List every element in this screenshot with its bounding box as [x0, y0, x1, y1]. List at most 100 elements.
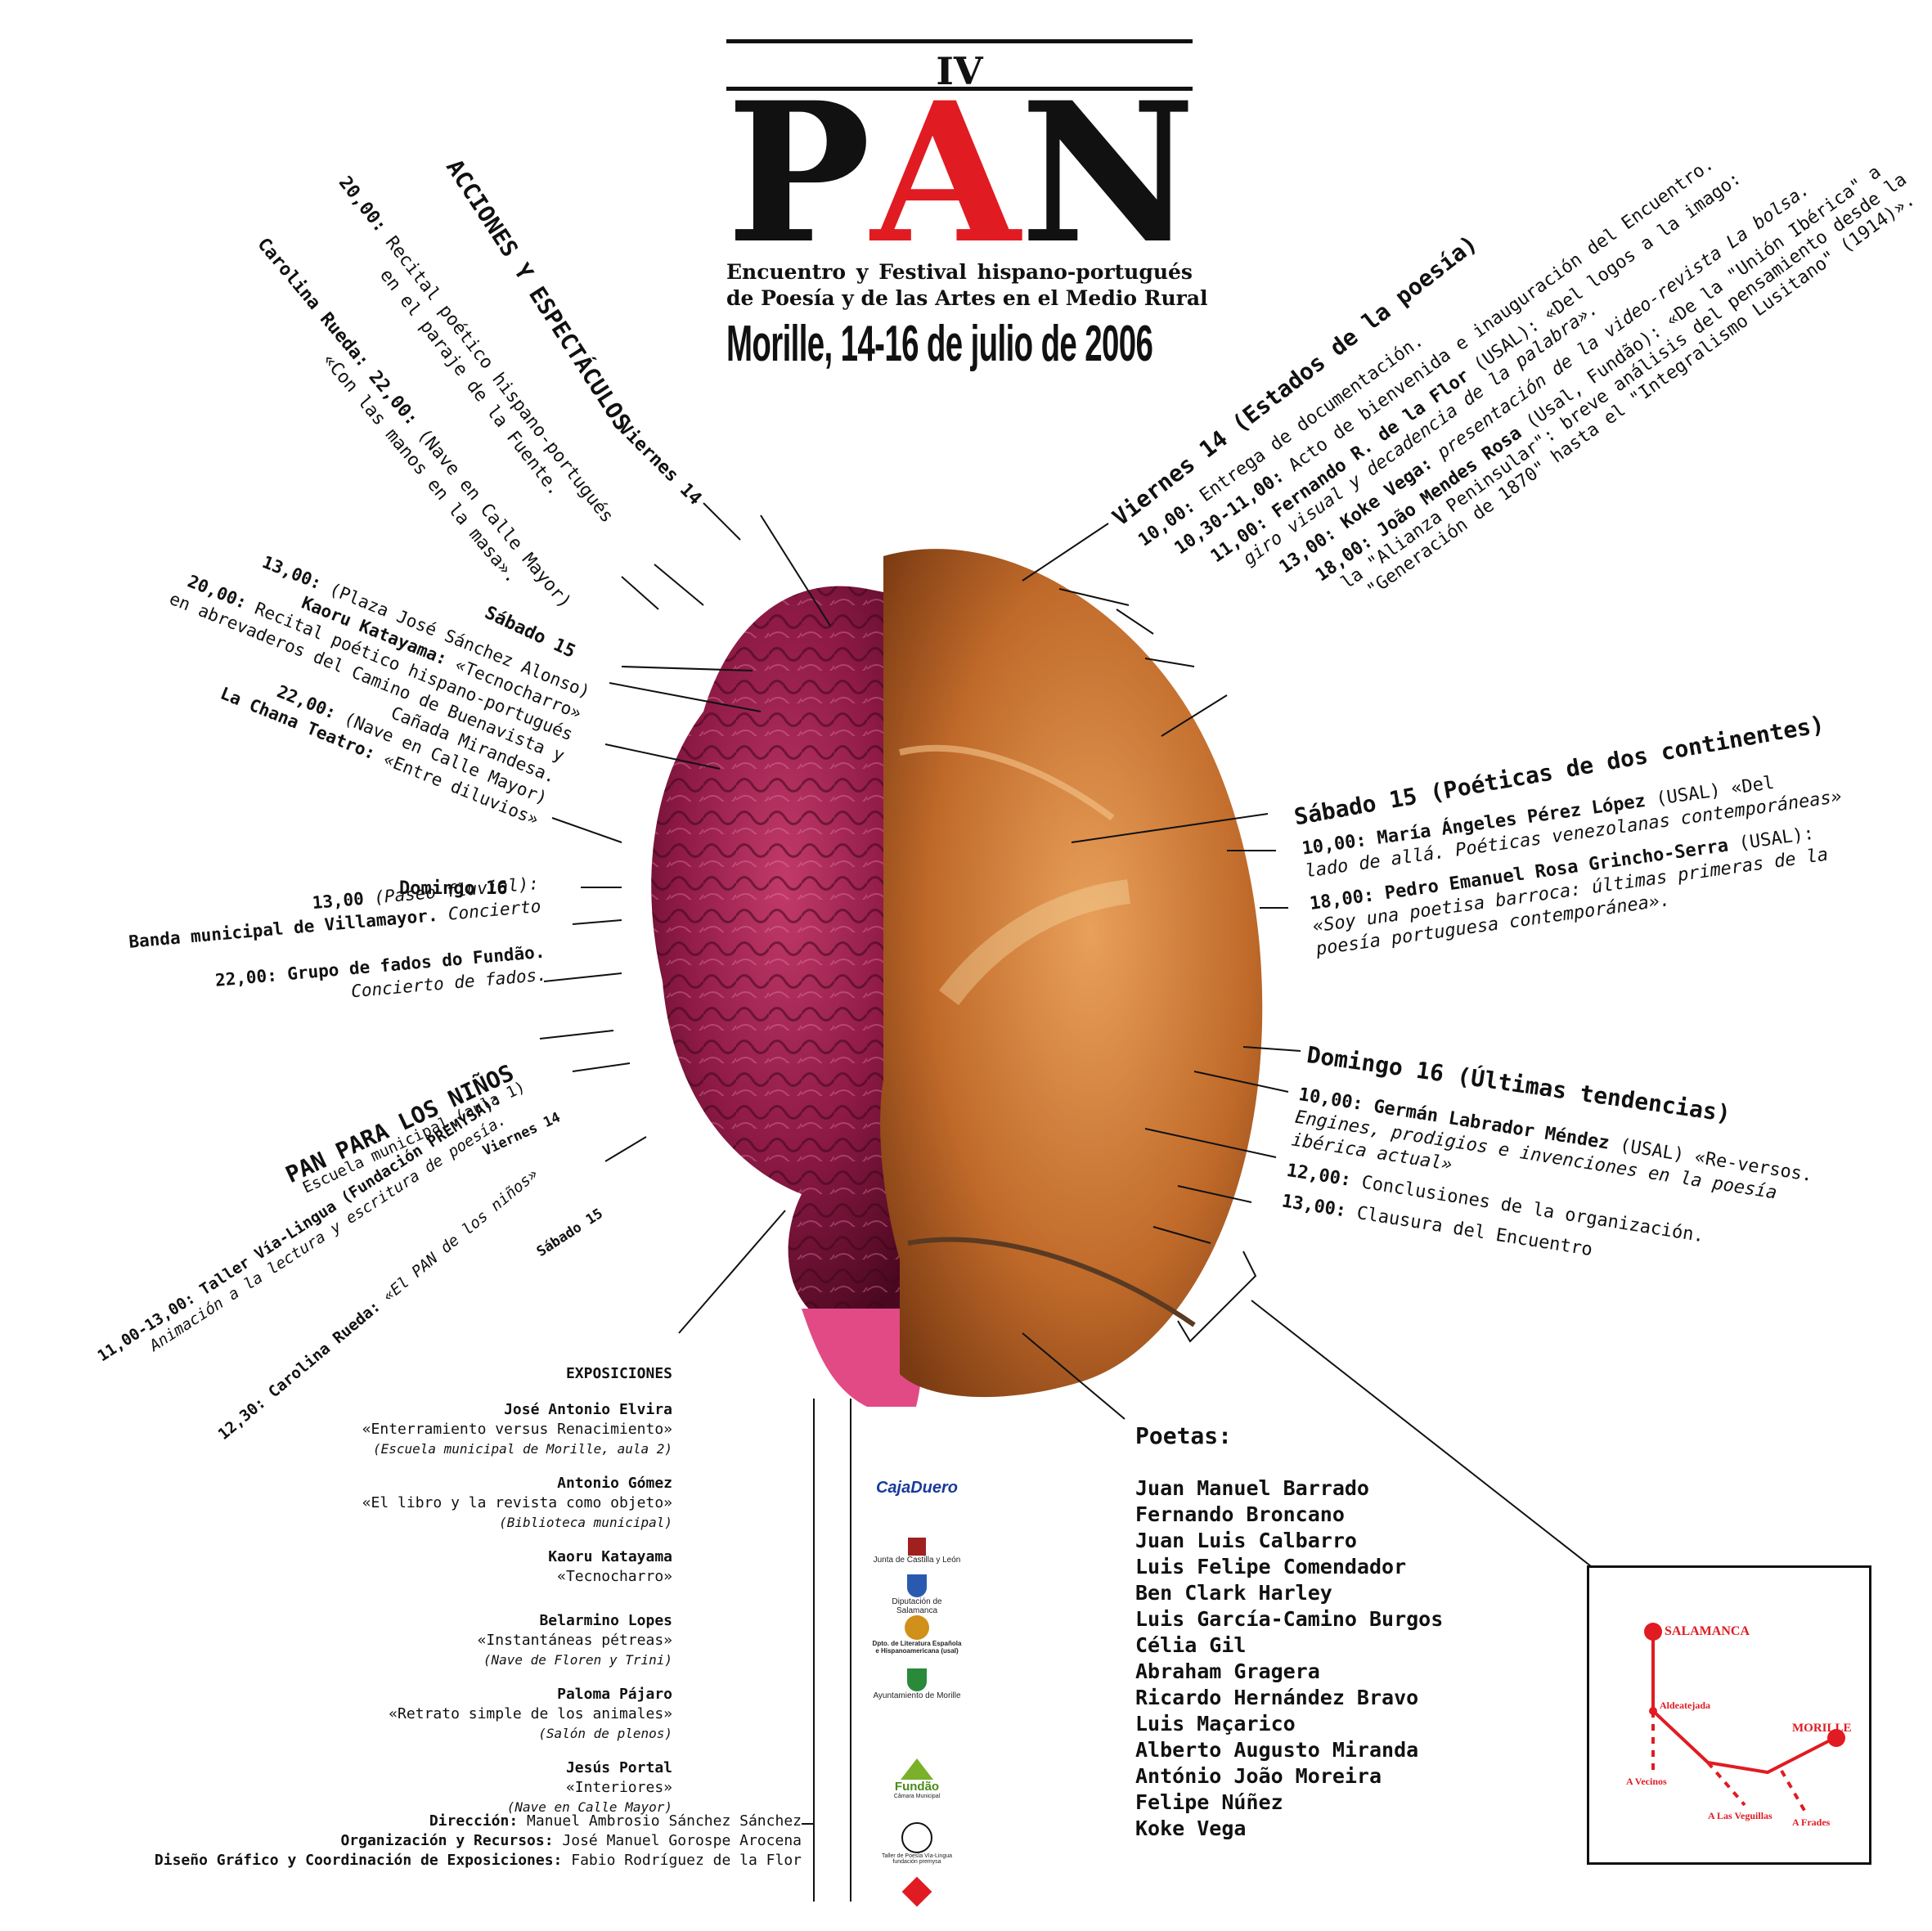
junta-logo [908, 1538, 926, 1556]
expo-artist: Jesús Portal [565, 1759, 672, 1776]
location-map: SALAMANCA Aldeatejada MORILLE A Vecinos … [1587, 1565, 1871, 1865]
expo-item: José Antonio Elvira «Enterramiento versu… [362, 1400, 672, 1459]
taller-logo [901, 1822, 932, 1853]
logo-letter-n: N [1020, 61, 1196, 286]
credit-organizacion: Organización y Recursos: José Manuel Gor… [155, 1831, 802, 1851]
credit-direccion: Dirección: Manuel Ambrosio Sánchez Sánch… [155, 1812, 802, 1831]
expo-place: (Escuela municipal de Morille, aula 2) [372, 1441, 672, 1457]
ayto-logo [907, 1668, 927, 1691]
expo-artist: Kaoru Katayama [548, 1548, 672, 1565]
road-aldeatejada-morille [1651, 1709, 1835, 1775]
map-label-morille: MORILLE [1792, 1722, 1852, 1735]
logo-letter-a: A [870, 61, 1021, 286]
sponsor-label: Dpto. de Literatura Española e Hispanoam… [872, 1640, 962, 1655]
poet-name: Juan Manuel Barrado [1135, 1476, 1369, 1500]
exposiciones: EXPOSICIONES José Antonio Elvira «Enterr… [362, 1364, 672, 1817]
sponsor-label: Taller de Poesía Vía-Lingua [882, 1853, 952, 1859]
sponsor-label: Diputación de Salamanca [892, 1597, 942, 1615]
sponsor-label: Junta de Castilla y León [873, 1556, 961, 1565]
sponsor-red-logo [872, 1876, 962, 1907]
sponsor-diputacion: Diputación de Salamanca [872, 1574, 962, 1615]
poet-name: Luis García-Camino Burgos [1135, 1607, 1444, 1631]
sponsor-junta: Junta de Castilla y León [872, 1538, 962, 1565]
subtitle-line-1: Encuentro y Festival hispano-portugués [726, 260, 1193, 284]
credit-diseno: Diseño Gráfico y Coordinación de Exposic… [155, 1851, 802, 1870]
brain-stem [802, 1309, 924, 1407]
fundao-logo [901, 1758, 933, 1780]
map-label-vecinos: A Vecinos [1626, 1776, 1667, 1787]
pan-logo: P A N [726, 61, 1196, 286]
morille-dot [1827, 1729, 1845, 1747]
poet-name: Célia Gil [1135, 1633, 1247, 1657]
poet-name: Luis Felipe Comendador [1135, 1555, 1407, 1578]
expo-item: Paloma Pájaro «Retrato simple de los ani… [362, 1685, 672, 1744]
subtitle-line-2: de Poesía y de las Artes en el Medio Rur… [726, 286, 1208, 310]
top-rule [726, 39, 1193, 43]
credit-label: Organización y Recursos: [340, 1832, 554, 1849]
credit-label: Dirección: [429, 1812, 519, 1830]
expo-artist: Antonio Gómez [557, 1475, 672, 1492]
credit-label: Diseño Gráfico y Coordinación de Exposic… [154, 1852, 563, 1869]
poet-name: Luis Maçarico [1135, 1712, 1296, 1736]
expo-item: Jesús Portal «Interiores» (Nave en Calle… [362, 1758, 672, 1817]
expo-work: «Tecnocharro» [557, 1568, 672, 1585]
sponsor-sublabel: fundación premysa [892, 1859, 941, 1865]
expo-item: Kaoru Katayama «Tecnocharro» [362, 1547, 672, 1587]
sponsor-dpto: Dpto. de Literatura Española e Hispanoam… [872, 1615, 962, 1655]
poet-name: Juan Luis Calbarro [1135, 1529, 1357, 1552]
map-label-veguillas: A Las Veguillas [1708, 1810, 1772, 1821]
poet-name: Ricardo Hernández Bravo [1135, 1686, 1419, 1709]
sponsor-taller: Taller de Poesía Vía-Lingua fundación pr… [872, 1822, 962, 1865]
expo-place: (Nave de Floren y Trini) [483, 1652, 672, 1668]
salamanca-dot [1644, 1623, 1662, 1641]
map-label-frades: A Frades [1792, 1816, 1831, 1828]
expo-item: Belarmino Lopes «Instantáneas pétreas» (… [362, 1611, 672, 1670]
red-diamond-icon [901, 1876, 932, 1907]
expo-artist: Belarmino Lopes [539, 1612, 672, 1629]
credit-value: Fabio Rodríguez de la Flor [571, 1852, 802, 1869]
expo-artist: Paloma Pájaro [557, 1686, 672, 1703]
expo-place: (Salón de plenos) [538, 1726, 672, 1741]
road-frades [1780, 1770, 1808, 1814]
poet-name: Ben Clark Harley [1135, 1581, 1332, 1605]
expo-place: (Nave en Calle Mayor) [506, 1799, 672, 1815]
map-label-aldeatejada: Aldeatejada [1660, 1700, 1710, 1711]
expo-work: «Enterramiento versus Renacimiento» [362, 1421, 672, 1438]
poet-name: Abraham Gragera [1135, 1659, 1320, 1683]
poet-name: António João Moreira [1135, 1764, 1382, 1788]
sponsor-fundao: Fundão Câmara Municipal [872, 1758, 962, 1799]
acciones-domingo-label: Domingo 16 [399, 878, 508, 899]
second-rule [726, 87, 1193, 91]
poet-name: Fernando Broncano [1135, 1502, 1345, 1526]
poet-name: Alberto Augusto Miranda [1135, 1738, 1419, 1762]
sponsor-label: Ayuntamiento de Morille [873, 1691, 961, 1700]
expo-work: «Retrato simple de los animales» [389, 1705, 672, 1722]
map-label-salamanca: SALAMANCA [1665, 1624, 1750, 1638]
sponsor-label: Fundão [894, 1780, 940, 1794]
road-veguillas [1706, 1761, 1746, 1807]
time-label: 13,00 [311, 888, 365, 914]
performer-label: Banda municipal de Villamayor. [128, 905, 439, 952]
diputacion-logo [907, 1574, 927, 1597]
sponsor-ayto: Ayuntamiento de Morille [872, 1668, 962, 1700]
aldeatejada-dot [1649, 1707, 1657, 1715]
credits: Dirección: Manuel Ambrosio Sánchez Sánch… [155, 1812, 802, 1870]
expo-item: Antonio Gómez «El libro y la revista com… [362, 1474, 672, 1533]
bread-shape [880, 549, 1263, 1398]
expo-work: «Interiores» [565, 1779, 672, 1796]
poet-name: Felipe Núñez [1135, 1790, 1283, 1814]
event-text: Concierto [447, 896, 542, 924]
exposiciones-title: EXPOSICIONES [565, 1365, 672, 1382]
time-label: 22,00: [214, 965, 278, 990]
credit-value: Manuel Ambrosio Sánchez Sánchez [527, 1812, 802, 1830]
credit-value: José Manuel Gorospe Arocena [562, 1832, 802, 1849]
logo-letter-p: P [726, 61, 871, 286]
expo-work: «El libro y la revista como objeto» [362, 1494, 672, 1511]
expo-work: «Instantáneas pétreas» [477, 1632, 672, 1649]
expo-place: (Biblioteca municipal) [499, 1515, 672, 1530]
sun-logo [905, 1615, 929, 1640]
brain-bread-image [651, 549, 1263, 1407]
expo-artist: José Antonio Elvira [504, 1401, 672, 1418]
sponsor-sublabel: Câmara Municipal [893, 1794, 941, 1799]
